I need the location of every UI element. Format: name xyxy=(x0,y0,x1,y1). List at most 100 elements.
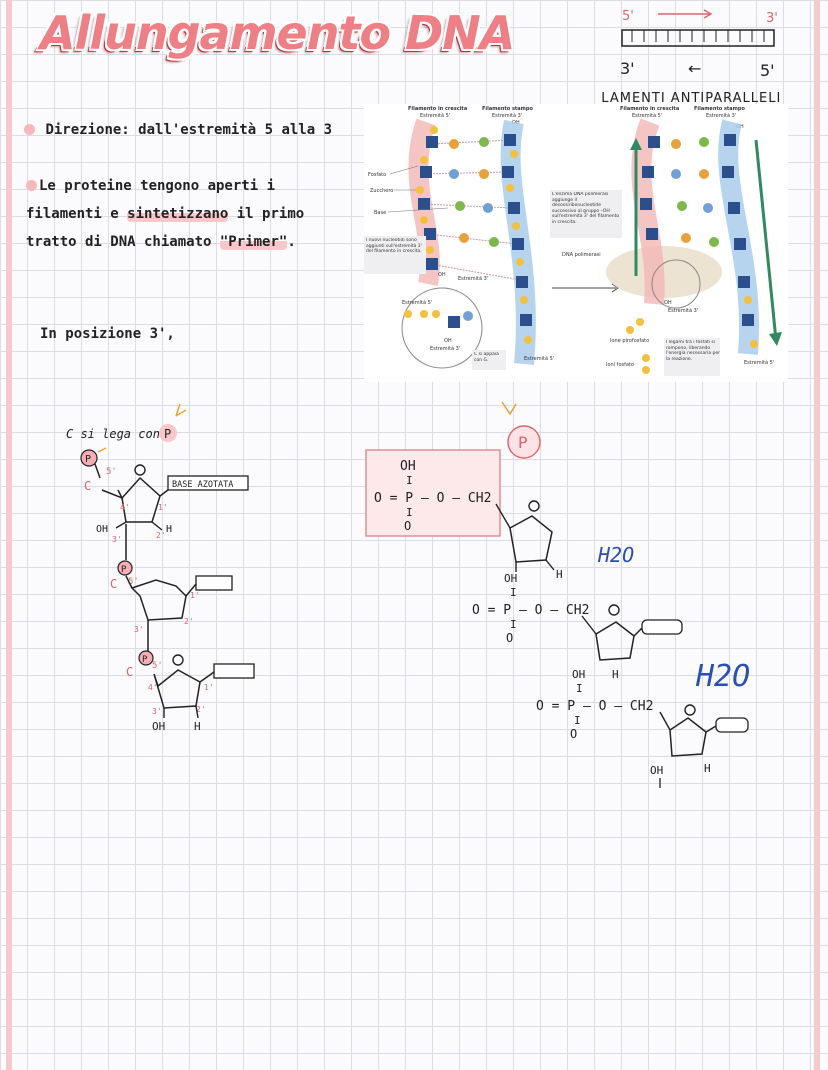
direction-text: Direzione: dall'estremità 5 alla 3 xyxy=(45,122,333,138)
three-top: 3' xyxy=(112,535,122,544)
bullet-icon xyxy=(26,180,37,191)
enzima-note: L'enzima DNA polimerasi aggiunge il deso… xyxy=(552,192,620,225)
right-template-end: Estremità 3' xyxy=(706,112,736,119)
five-bottom: 5' xyxy=(152,661,163,671)
left-template-label: Filamento stampo xyxy=(482,106,533,112)
arrow-left-glyph: ← xyxy=(688,59,701,78)
five-mid: 5' xyxy=(128,577,139,587)
nuovi-nucleotidi-note: I nuovi nucleotidi sono aggiunti sull'es… xyxy=(366,238,422,254)
oh-top-sketch: OH xyxy=(96,524,108,535)
oh-sugar-3: OH xyxy=(650,764,663,777)
bond-top-1: I xyxy=(406,474,413,487)
three-bottom: 3' xyxy=(152,707,162,716)
one-bottom: 1' xyxy=(204,683,214,692)
phosphate-1: O = P – O – CH2 xyxy=(374,491,491,506)
h-sugar-3: H xyxy=(704,762,711,775)
dna-polimerasi-label: DNA polimerasi xyxy=(562,252,601,258)
h-sugar-1: H xyxy=(556,568,563,581)
h-sugar-2: H xyxy=(612,668,619,681)
dna-replication-figure: Filamento in crescita Estremità 5' Filam… xyxy=(364,104,788,382)
right-template-label: Filamento stampo xyxy=(694,106,745,112)
bond-top-3: I xyxy=(576,682,583,695)
p-inline: P xyxy=(164,427,171,441)
h2o-first: H2O xyxy=(597,543,634,567)
primer-note: Le proteine tengono aperti i filamenti e… xyxy=(26,172,346,256)
one-mid: 1' xyxy=(190,591,200,600)
page-title: Allungamento DNA xyxy=(40,6,515,60)
c-bottom: C xyxy=(126,665,133,679)
right-margin-bar xyxy=(814,0,820,1070)
oh-sugar-2: OH xyxy=(572,668,585,681)
oh-phosphate-1: OH xyxy=(400,459,416,474)
right-growing-end: Estremità 5' xyxy=(632,112,662,119)
right-helix-nucleotides xyxy=(640,134,758,348)
three-prime-bottom: 3' xyxy=(620,59,635,78)
c-si-lega-label: C si lega con xyxy=(66,427,160,441)
estremita5-zoom: Estremità 5' xyxy=(402,299,432,306)
right-growing-label: Filamento in crescita xyxy=(620,106,679,112)
one-top: 1' xyxy=(158,503,168,512)
o-bottom-1: O xyxy=(404,519,411,533)
ioni-fosfato-label: Ioni fosfato xyxy=(606,362,634,368)
h-bottom: H xyxy=(194,720,201,733)
bottom-phosphate-p: P xyxy=(142,655,148,665)
two-mid: 2' xyxy=(184,617,194,626)
oh-zoom: OH xyxy=(444,338,452,344)
estremita3-mid: Estremità 3' xyxy=(458,275,488,282)
top-phosphate-p: P xyxy=(85,454,91,465)
estremita3-right: Estremità 3' xyxy=(668,307,698,314)
left-helix-nucleotides xyxy=(416,126,532,344)
position-note: In posizione 3', xyxy=(40,326,175,342)
four-bottom: 4' xyxy=(148,683,158,692)
p-circle: P xyxy=(518,433,528,452)
o-bottom-3: O xyxy=(570,727,577,741)
three-mid: 3' xyxy=(134,625,144,634)
oh-right-mid: OH xyxy=(664,300,672,306)
estremita3-zoom: Estremità 3' xyxy=(430,345,460,352)
antiparallel-sketch: 5' 3' 3' ← 5' FILAMENTI ANTIPARALLELI xyxy=(600,9,781,106)
c-mid: C xyxy=(110,577,117,591)
right-polymer-sketch: P OH I O = P – O – CH2 I O OH H H2O I O … xyxy=(365,401,750,788)
bullet-icon xyxy=(24,124,35,135)
ione-pirofosfato-label: Ione pirofosfato xyxy=(610,338,649,344)
primer-line-3: tratto di DNA chiamato "Primer". xyxy=(26,234,296,250)
bond-bottom-2: I xyxy=(510,618,517,631)
phosphate-2: O = P – O – CH2 xyxy=(472,603,589,618)
base-azotata-label: BASE AZOTATA xyxy=(172,480,233,490)
primer-line-2: filamenti e sintetizzano il primo xyxy=(26,206,305,222)
h-top: H xyxy=(166,524,172,535)
oh-mid: OH xyxy=(438,272,446,278)
h2o-second: H2O xyxy=(695,659,750,694)
phosphate-3: O = P – O – CH2 xyxy=(536,699,653,714)
left-nucleotide-sketch: C si lega con P P C 5' BASE AZOTATA 4' 1… xyxy=(66,403,255,733)
left-template-end: Estremità 3' xyxy=(492,112,522,119)
left-margin-bar xyxy=(6,0,12,1070)
c-top: C xyxy=(84,479,91,493)
bond-top-2: I xyxy=(510,586,517,599)
primer-line-1: Le proteine tengono aperti i xyxy=(26,172,346,200)
antiparallel-caption: FILAMENTI ANTIPARALLELI xyxy=(600,91,781,106)
zucchero-label: Zucchero xyxy=(370,188,393,194)
five-prime-bottom: 5' xyxy=(760,61,775,80)
estremita5-bottom: Estremità 5' xyxy=(524,355,554,362)
bond-bottom-1: I xyxy=(406,506,413,519)
direction-note: Direzione: dall'estremità 5 alla 3 xyxy=(24,116,332,144)
base-label: Base xyxy=(374,210,386,216)
two-bottom: 2' xyxy=(196,705,206,714)
legami-note: I legami tra i fosfati si rompono, liber… xyxy=(666,340,720,362)
oh-sugar-1: OH xyxy=(504,572,517,585)
three-prime-top: 3' xyxy=(766,11,778,26)
estremita5-right: Estremità 5' xyxy=(744,359,774,366)
o-bottom-2: O xyxy=(506,631,513,645)
oh-bottom-sketch: OH xyxy=(152,720,165,733)
fosfato-label: Fosfato xyxy=(368,172,386,178)
left-growing-label: Filamento in crescita xyxy=(408,106,467,112)
two-top: 2' xyxy=(156,531,166,540)
bond-bottom-3: I xyxy=(574,714,581,727)
mid-phosphate-p: P xyxy=(121,565,127,575)
five-prime-top: 5' xyxy=(622,9,634,24)
left-growing-end: Estremità 5' xyxy=(420,112,450,119)
five-top: 5' xyxy=(106,467,117,477)
four-top: 4' xyxy=(120,503,130,512)
c-appaia-note: C si appaia con G. xyxy=(474,352,499,363)
